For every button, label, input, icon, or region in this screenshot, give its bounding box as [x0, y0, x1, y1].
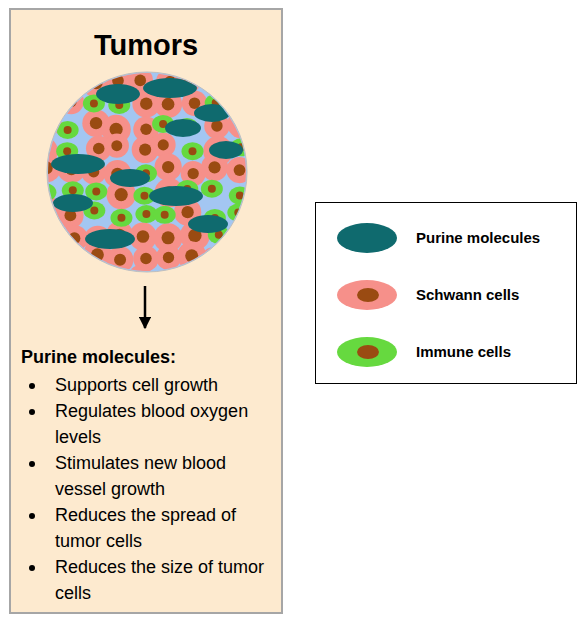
legend-entry: Schwann cells [316, 278, 576, 312]
legend-entry: Immune cells [316, 335, 576, 369]
legend-label: Immune cells [416, 335, 511, 369]
tumor-panel: TumorsPurine molecules:Supports cell gro… [9, 8, 283, 614]
legend-entry: Purine molecules [316, 221, 576, 255]
bullet-item: Stimulates new blood vessel growth [21, 450, 265, 502]
panel-title: Tumors [11, 28, 281, 62]
panel-body: Purine molecules:Supports cell growthReg… [21, 344, 271, 606]
bullet-item: Reduces the spread of tumor cells [21, 502, 265, 554]
legend-swatch-svg [335, 221, 399, 255]
cell-nucleus [357, 345, 379, 359]
bullet-item: Regulates blood oxygen levels [21, 398, 265, 450]
legend-label: Schwann cells [416, 278, 519, 312]
bullet-item: Supports cell growth [21, 372, 265, 398]
legend-box: Purine moleculesSchwann cellsImmune cell… [315, 202, 577, 384]
legend-swatch-svg [335, 335, 399, 369]
section-heading: Purine molecules: [21, 344, 271, 370]
legend-swatch [337, 337, 397, 367]
legend-swatch-svg [335, 278, 399, 312]
legend-swatch [337, 223, 397, 253]
cell-nucleus [357, 288, 379, 302]
legend-label: Purine molecules [416, 221, 540, 255]
legend-swatch [337, 280, 397, 310]
bullet-item: Reduces the size of tumor cells [21, 554, 265, 606]
